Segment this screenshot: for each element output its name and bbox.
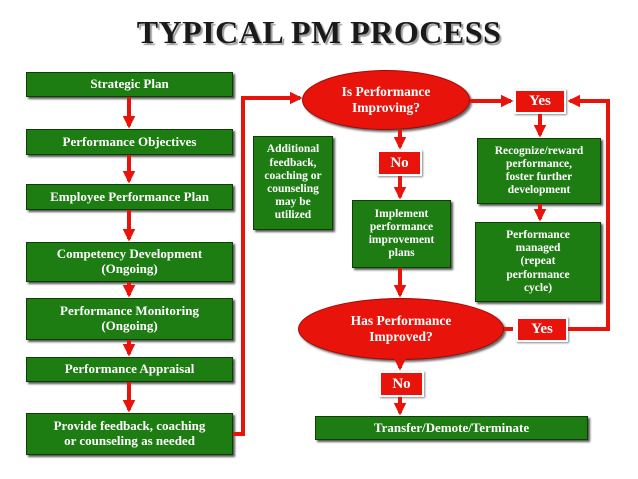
step-provide-feedback: Provide feedback, coaching or counseling…: [26, 413, 233, 455]
yes-label-2: Yes: [516, 317, 568, 342]
additional-feedback-box: Additional feedback, coaching or counsel…: [253, 136, 333, 230]
step-strategic-plan: Strategic Plan: [26, 72, 233, 97]
yes-label-1: Yes: [514, 89, 566, 114]
no-label-1: No: [377, 150, 422, 176]
step-competency-development: Competency Development (Ongoing): [26, 242, 233, 282]
recognize-reward-box: Recognize/reward performance, foster fur…: [477, 138, 601, 204]
no-label-2: No: [379, 371, 424, 397]
implement-plans-box: Implement performance improvement plans: [352, 200, 451, 268]
performance-managed-box: Performance managed (repeat performance …: [475, 222, 601, 302]
transfer-demote-terminate-box: Transfer/Demote/Terminate: [315, 416, 588, 440]
arrow-yes2-loop: [567, 94, 610, 331]
step-performance-appraisal: Performance Appraisal: [26, 357, 233, 382]
step-employee-performance-plan: Employee Performance Plan: [26, 184, 233, 210]
arrow-feedback-loop: [233, 91, 303, 436]
decision-is-improving: Is Performance Improving?: [302, 70, 470, 130]
step-performance-monitoring: Performance Monitoring (Ongoing): [26, 298, 233, 340]
step-performance-objectives: Performance Objectives: [26, 129, 233, 155]
diagram-title: TYPICAL PM PROCESS: [136, 14, 502, 50]
decision-has-improved: Has Performance Improved?: [298, 298, 504, 360]
